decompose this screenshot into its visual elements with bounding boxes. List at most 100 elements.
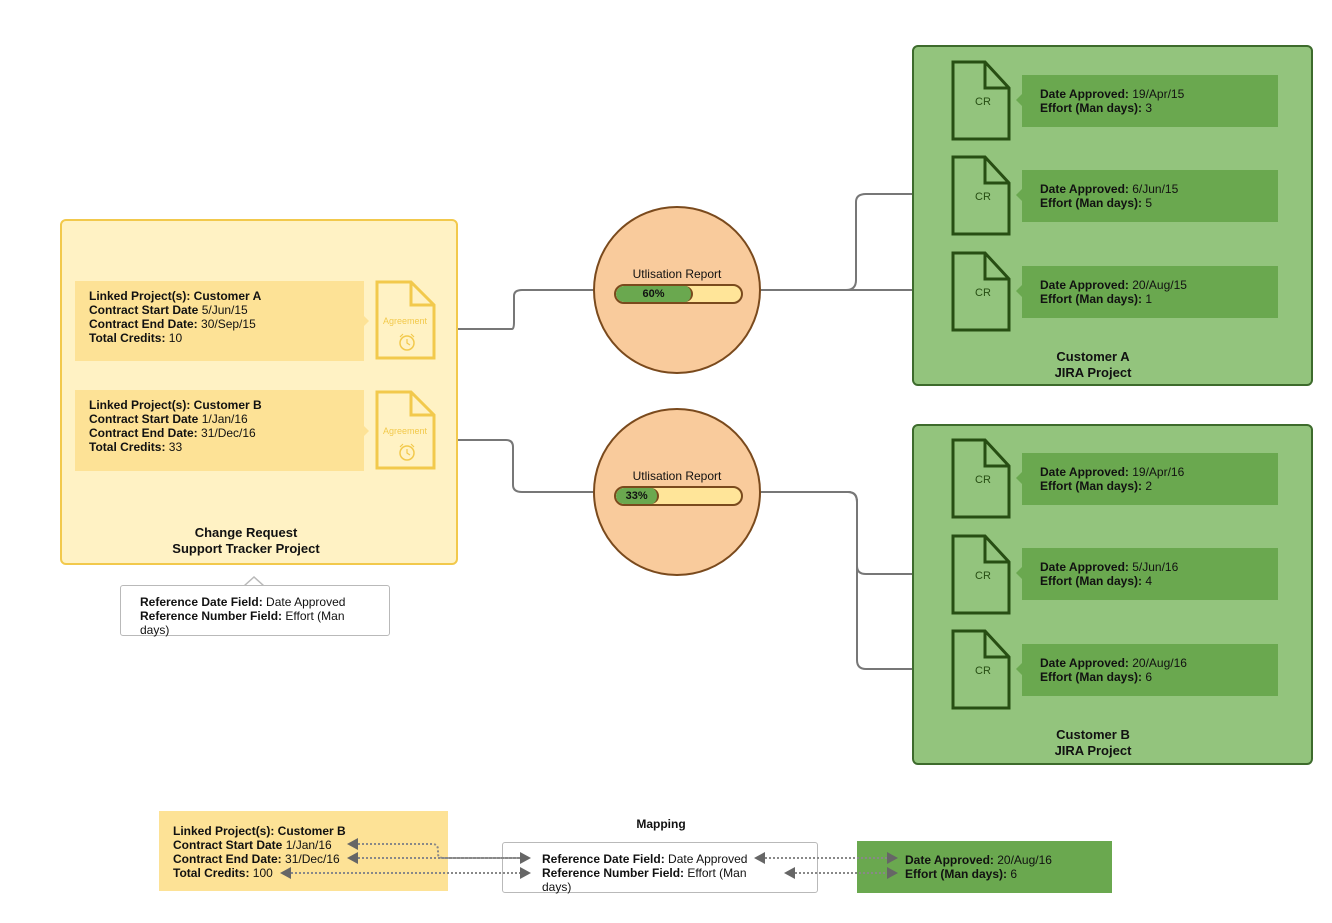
customer-a-title-line2: JIRA Project	[1054, 365, 1132, 380]
cr-effort-label: Effort (Man days):	[1040, 670, 1142, 684]
cr-document-icon[interactable]: CR	[951, 251, 1013, 333]
support-tracker-title-line1: Change Request	[194, 525, 298, 540]
arrowhead-icon	[887, 867, 898, 879]
agreement-end-label: Contract End Date:	[89, 426, 198, 440]
progress-label: 60%	[642, 288, 665, 300]
cr-details-card[interactable]: Date Approved: 19/Apr/16 Effort (Man day…	[1022, 453, 1278, 505]
arrowhead-icon	[887, 852, 898, 864]
pointer-arrow-icon	[1016, 284, 1023, 298]
mapping-start-value: 1/Jan/16	[282, 838, 332, 852]
connector-report2-cr6	[847, 491, 952, 670]
agreement-icon-label: Agreement	[383, 426, 428, 436]
cr-icon-label: CR	[975, 474, 991, 486]
mapping-ref-number-value: Effort (Man days)	[542, 866, 747, 894]
customer-b-title: Customer B JIRA Project	[993, 727, 1193, 759]
cr-details-card[interactable]: Date Approved: 20/Aug/15 Effort (Man day…	[1022, 266, 1278, 318]
agreement-credits-label: Total Credits:	[89, 331, 166, 345]
cr-document-icon[interactable]: CR	[951, 155, 1013, 237]
cr-date-value: 19/Apr/16	[1128, 465, 1185, 479]
agreement-credits-value: 10	[165, 331, 183, 345]
cr-effort-label: Effort (Man days):	[1040, 574, 1142, 588]
utilisation-progress-bar: 60%	[614, 284, 743, 304]
cr-date-value: 5/Jun/16	[1128, 560, 1179, 574]
arrowhead-icon	[280, 867, 291, 879]
agreement-end-label: Contract End Date:	[89, 317, 198, 331]
cr-details-card[interactable]: Date Approved: 20/Aug/16 Effort (Man day…	[1022, 644, 1278, 696]
mapping-cr-effort-value: 6	[1007, 867, 1018, 881]
mapping-linked: Linked Project(s): Customer B	[173, 824, 346, 838]
cr-effort-label: Effort (Man days):	[1040, 196, 1142, 210]
cr-date-label: Date Approved:	[1040, 182, 1129, 196]
cr-effort-value: 4	[1142, 574, 1153, 588]
cr-details-card[interactable]: Date Approved: 6/Jun/15 Effort (Man days…	[1022, 170, 1278, 222]
cr-document-icon[interactable]: CR	[951, 438, 1013, 520]
mapping-start-label: Contract Start Date	[173, 838, 283, 852]
arrowhead-icon	[347, 838, 358, 850]
mapping-credits-value: 100	[249, 866, 273, 880]
cr-effort-label: Effort (Man days):	[1040, 292, 1142, 306]
cr-details-card[interactable]: Date Approved: 5/Jun/16 Effort (Man days…	[1022, 548, 1278, 600]
agreement-end-value: 30/Sep/15	[197, 317, 256, 331]
cr-date-value: 6/Jun/15	[1128, 182, 1179, 196]
alarm-clock-icon	[399, 445, 415, 461]
pointer-arrow-icon	[362, 424, 369, 438]
cr-date-label: Date Approved:	[1040, 278, 1129, 292]
cr-document-icon[interactable]: CR	[951, 534, 1013, 616]
pointer-arrow-icon	[1016, 188, 1023, 202]
agreement-document-icon[interactable]: Agreement	[374, 389, 438, 471]
support-tracker-title-line2: Support Tracker Project	[172, 541, 320, 556]
agreement-start-label: Contract Start Date	[89, 303, 199, 317]
cr-effort-value: 2	[1142, 479, 1153, 493]
utilisation-report-node[interactable]: Utlisation Report 33%	[593, 408, 761, 576]
cr-document-icon[interactable]: CR	[951, 60, 1013, 142]
reference-number-label: Reference Number Field:	[140, 609, 283, 623]
arrowhead-icon	[347, 852, 358, 864]
pointer-arrow-icon	[1016, 471, 1023, 485]
agreement-document-icon[interactable]: Agreement	[374, 279, 438, 361]
mapping-reference-box: Reference Date Field: Date Approved Refe…	[502, 842, 818, 894]
pointer-arrow-icon	[1016, 93, 1023, 107]
mapping-ref-number-label: Reference Number Field:	[542, 866, 685, 880]
arrowhead-icon	[520, 867, 531, 879]
cr-icon-label: CR	[975, 191, 991, 203]
mapping-cr-date-value: 20/Aug/16	[993, 853, 1052, 867]
report-title: Utlisation Report	[632, 267, 722, 281]
cr-icon-label: CR	[975, 287, 991, 299]
mapping-cr-card: Date Approved: 20/Aug/16 Effort (Man day…	[857, 841, 1112, 893]
cr-effort-value: 5	[1142, 196, 1153, 210]
pointer-arrow-icon	[1016, 566, 1023, 580]
reference-number-value: Effort (Man days)	[140, 609, 345, 637]
pointer-arrow-icon	[1016, 662, 1023, 676]
cr-icon-label: CR	[975, 96, 991, 108]
agreement-start-label: Contract Start Date	[89, 412, 199, 426]
mapping-credits-label: Total Credits:	[173, 866, 250, 880]
cr-icon-label: CR	[975, 665, 991, 677]
reference-date-label: Reference Date Field:	[140, 595, 263, 609]
arrowhead-icon	[784, 867, 795, 879]
cr-date-value: 19/Apr/15	[1128, 87, 1185, 101]
cr-effort-value: 3	[1142, 101, 1153, 115]
mapping-ref-date-value: Date Approved	[664, 852, 748, 866]
agreement-card-b[interactable]: Linked Project(s): Customer B Contract S…	[75, 390, 364, 471]
cr-document-icon[interactable]: CR	[951, 629, 1013, 711]
mapping-cr-effort-label: Effort (Man days):	[905, 867, 1007, 881]
agreement-credits-value: 33	[165, 440, 183, 454]
agreement-card-a[interactable]: Linked Project(s): Customer A Contract S…	[75, 281, 364, 361]
cr-date-label: Date Approved:	[1040, 465, 1129, 479]
report-title: Utlisation Report	[632, 469, 722, 483]
agreement-credits-label: Total Credits:	[89, 440, 166, 454]
utilisation-report-node[interactable]: Utlisation Report 60%	[593, 206, 761, 374]
cr-effort-label: Effort (Man days):	[1040, 101, 1142, 115]
arrowhead-icon	[754, 852, 765, 864]
cr-details-card[interactable]: Date Approved: 19/Apr/15 Effort (Man day…	[1022, 75, 1278, 127]
mapping-title: Mapping	[636, 817, 686, 831]
pointer-arrow-icon	[362, 314, 369, 328]
mapping-end-label: Contract End Date:	[173, 852, 282, 866]
support-tracker-title: Change Request Support Tracker Project	[60, 525, 432, 557]
cr-effort-label: Effort (Man days):	[1040, 479, 1142, 493]
cr-date-value: 20/Aug/15	[1128, 278, 1187, 292]
customer-a-title: Customer A JIRA Project	[993, 349, 1193, 381]
cr-date-label: Date Approved:	[1040, 87, 1129, 101]
progress-fill	[616, 488, 660, 504]
cr-effort-value: 6	[1142, 670, 1153, 684]
